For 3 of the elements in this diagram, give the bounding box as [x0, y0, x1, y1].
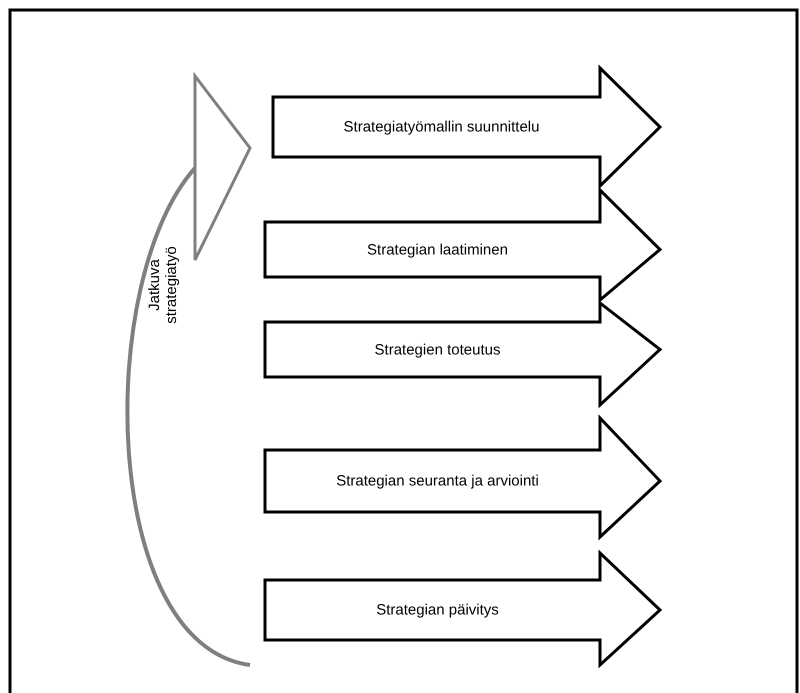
step-label: Strategien toteutus: [374, 341, 500, 358]
cycle-arrow: [126, 74, 252, 667]
edge-label: Jatkuva strategiatyö: [146, 245, 180, 326]
